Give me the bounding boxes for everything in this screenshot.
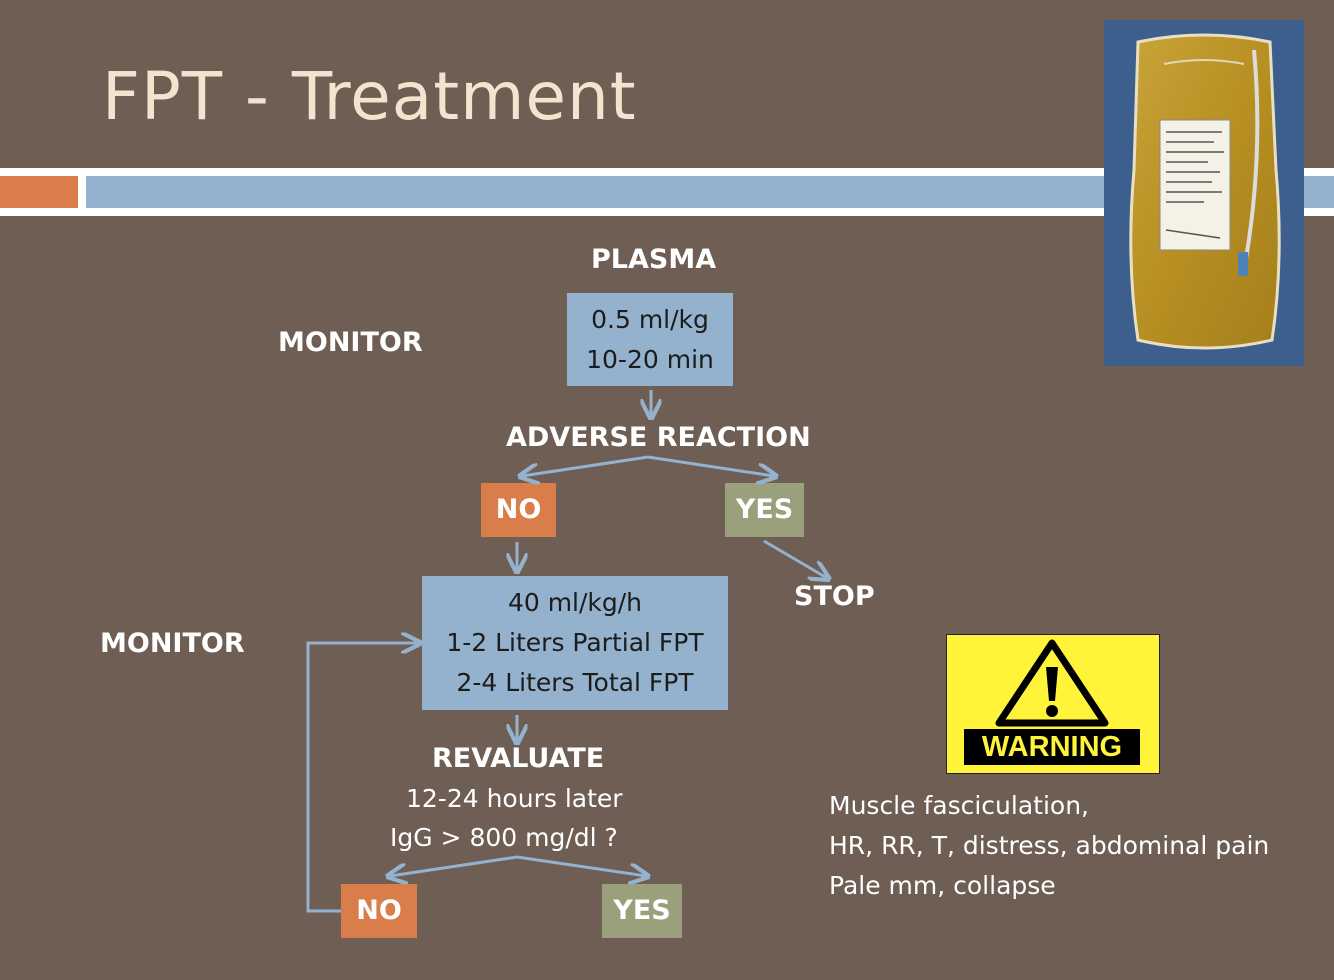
yes-box-1: YES: [725, 483, 804, 537]
symptom-line-2: HR, RR, T, distress, abdominal pain: [829, 831, 1270, 860]
warning-triangle-icon: [995, 639, 1109, 727]
no-box-2: NO: [341, 884, 417, 938]
stop-label: STOP: [794, 581, 875, 612]
plasma-bag-icon: [1129, 33, 1281, 350]
arrow-yes-to-stop: [763, 539, 827, 578]
warning-sign-text: WARNING: [964, 729, 1140, 765]
revaluate-label: REVALUATE: [432, 743, 605, 774]
dose-line-1: 0.5 ml/kg: [591, 305, 709, 334]
dose-box: 0.5 ml/kg 10-20 min: [567, 293, 733, 386]
monitor-label-bottom: MONITOR: [100, 628, 245, 659]
arrow-adverse-to-no: [522, 455, 649, 476]
revaluate-line-1: 12-24 hours later: [406, 784, 623, 813]
rate-box: 40 ml/kg/h 1-2 Liters Partial FPT 2-4 Li…: [422, 576, 728, 710]
arrow-adverse-to-yes: [647, 455, 774, 476]
plasma-bag-photo: [1104, 20, 1304, 366]
symptom-line-3: Pale mm, collapse: [829, 871, 1056, 900]
warning-sign: WARNING: [946, 634, 1160, 774]
no-box-1: NO: [481, 483, 556, 537]
slide-title: FPT - Treatment: [102, 58, 637, 135]
arrow-revaluate-to-no: [390, 855, 518, 876]
header-accent-orange: [0, 176, 78, 208]
dose-line-2: 10-20 min: [586, 345, 714, 374]
plasma-label: PLASMA: [591, 244, 717, 275]
adverse-reaction-label: ADVERSE REACTION: [506, 422, 811, 453]
rate-line-2: 1-2 Liters Partial FPT: [446, 628, 704, 657]
arrow-revaluate-to-yes: [516, 855, 646, 876]
revaluate-line-2: IgG > 800 mg/dl ?: [390, 823, 618, 852]
arrow-loop-no-to-rate: [306, 643, 418, 913]
rate-line-3: 2-4 Liters Total FPT: [456, 668, 694, 697]
rate-line-1: 40 ml/kg/h: [507, 588, 643, 617]
monitor-label-top: MONITOR: [278, 327, 423, 358]
yes-box-2: YES: [602, 884, 682, 938]
symptom-line-1: Muscle fasciculation,: [829, 791, 1089, 820]
